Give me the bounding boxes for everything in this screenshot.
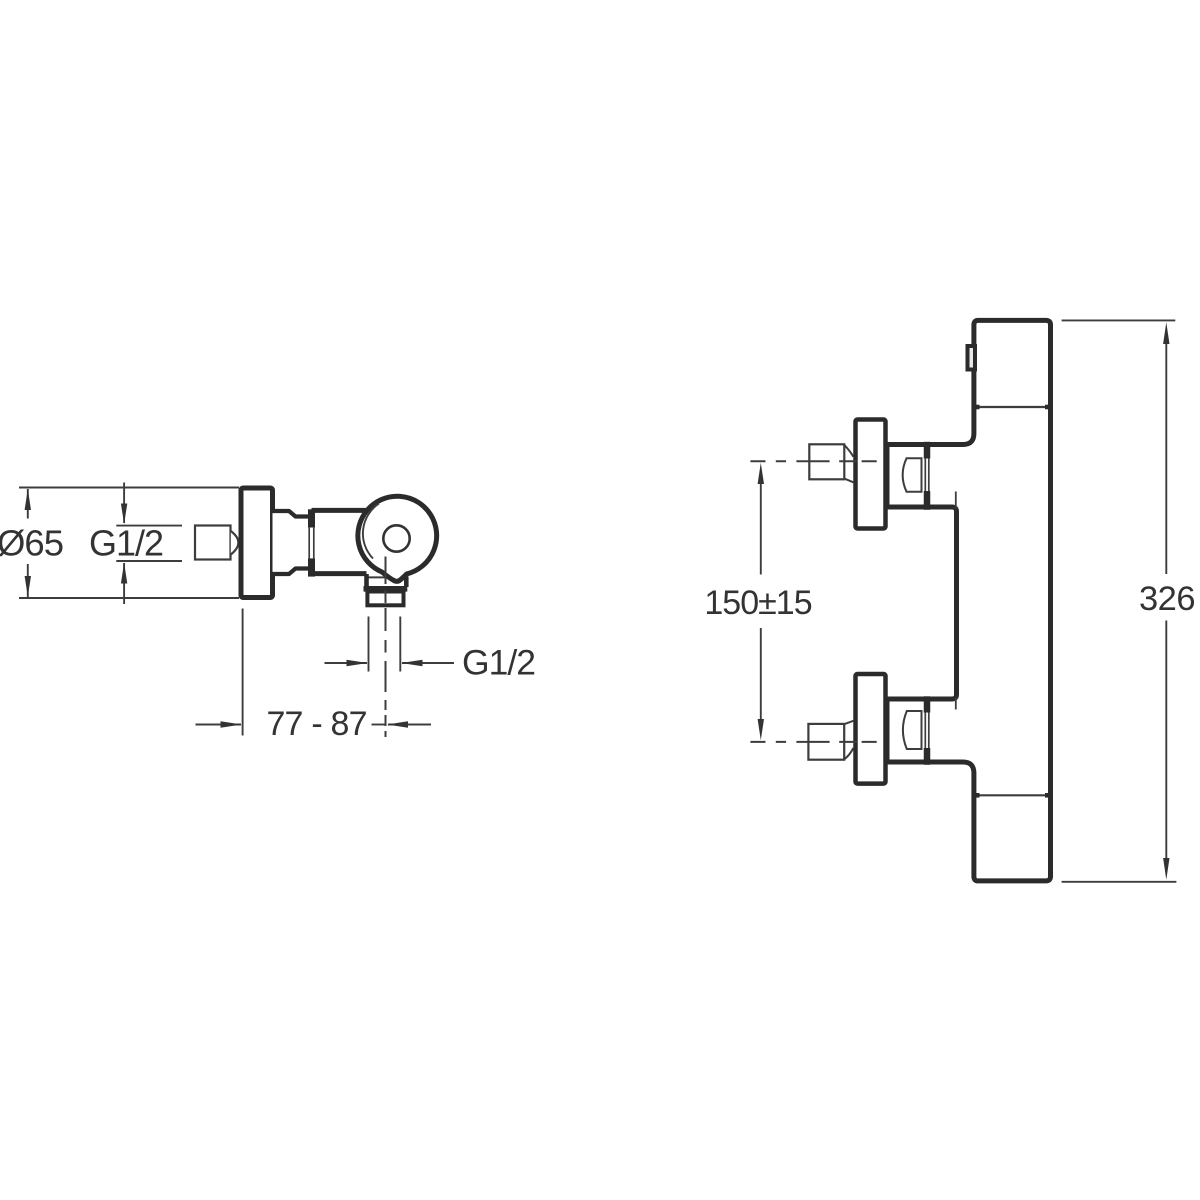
- svg-text:150±15: 150±15: [704, 584, 811, 622]
- svg-text:Ø65: Ø65: [0, 523, 63, 564]
- svg-text:G1/2: G1/2: [89, 523, 163, 564]
- svg-text:G1/2: G1/2: [462, 643, 535, 683]
- svg-text:326: 326: [1139, 580, 1195, 618]
- svg-text:77 - 87: 77 - 87: [266, 705, 366, 743]
